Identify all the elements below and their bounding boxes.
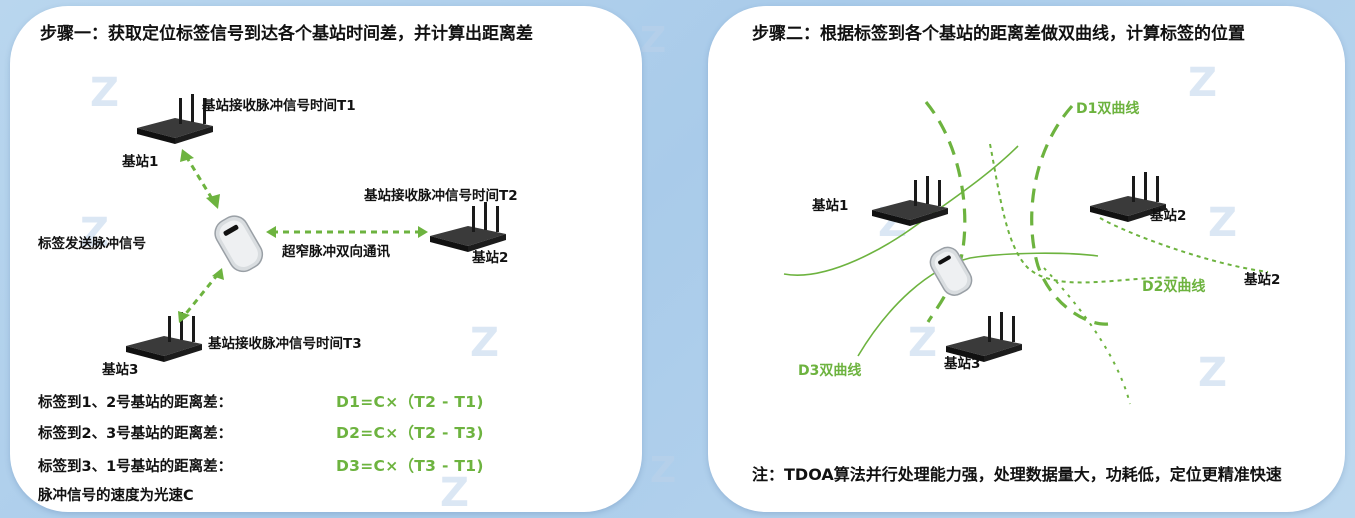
d1-label: D1双曲线 xyxy=(1076,98,1139,118)
watermark-logo: Z xyxy=(90,70,119,116)
base-station-2-router xyxy=(430,202,506,252)
uwb-label: 超窄脉冲双向通讯 xyxy=(282,240,390,260)
watermark-logo: Z xyxy=(650,450,676,491)
base-station-1-label: 基站1 xyxy=(122,150,158,170)
speed-note: 脉冲信号的速度为光速C xyxy=(38,484,194,505)
base-station-3-label: 基站3 xyxy=(102,358,138,378)
step1-panel: Z Z Z Z 步骤一：获取定位标签信号到达各个基站时间差，并计算出距离差 基站… xyxy=(10,6,642,512)
formula-3-label: 标签到3、1号基站的距离差： xyxy=(38,455,232,476)
watermark-logo: Z xyxy=(470,320,499,366)
watermark-logo: Z xyxy=(1208,200,1237,246)
base-station-3-label: 基站3 xyxy=(944,352,980,372)
formula-2-label: 标签到2、3号基站的距离差： xyxy=(38,422,232,443)
base-station-1-label: 基站1 xyxy=(812,194,848,214)
step1-heading: 步骤一：获取定位标签信号到达各个基站时间差，并计算出距离差 xyxy=(40,24,635,45)
d2-label: D2双曲线 xyxy=(1142,276,1205,296)
step2-diagram: Z Z Z Z Z xyxy=(708,6,1345,512)
watermark-logo: Z xyxy=(440,470,469,512)
d3-label: D3双曲线 xyxy=(798,360,861,380)
t1-label: 基站接收脉冲信号时间T1 xyxy=(202,94,356,114)
watermark-logo: Z xyxy=(1188,60,1217,106)
step2-heading: 步骤二：根据标签到各个基站的距离差做双曲线，计算标签的位置 xyxy=(752,24,1312,45)
base-station-2-label: 基站2 xyxy=(472,246,508,266)
formula-1-value: D1=C×（T2 - T1) xyxy=(336,390,484,412)
step2-panel: Z Z Z Z Z 步骤二：根 xyxy=(708,6,1345,512)
tdoa-note: 注：TDOA算法并行处理能力强，处理数据量大，功耗低，定位更精准快速 xyxy=(752,464,1327,485)
base-station-2-far-label: 基站2 xyxy=(1244,268,1280,288)
watermark-logo: Z xyxy=(908,320,937,366)
formula-3-value: D3=C×（T3 - T1) xyxy=(336,454,484,476)
t2-label: 基站接收脉冲信号时间T2 xyxy=(364,184,518,204)
formula-1-label: 标签到1、2号基站的距离差： xyxy=(38,391,232,412)
watermark-logo: Z xyxy=(1198,350,1227,396)
tag-label: 标签发送脉冲信号 xyxy=(38,232,146,252)
watermark-logo: Z xyxy=(640,20,666,61)
tag-device xyxy=(926,243,976,300)
t3-label: 基站接收脉冲信号时间T3 xyxy=(208,332,362,352)
base-station-2-label: 基站2 xyxy=(1150,204,1186,224)
base-station-3-router xyxy=(126,312,202,362)
tag-device xyxy=(210,211,267,276)
formula-2-value: D2=C×（T2 - T3) xyxy=(336,421,484,443)
